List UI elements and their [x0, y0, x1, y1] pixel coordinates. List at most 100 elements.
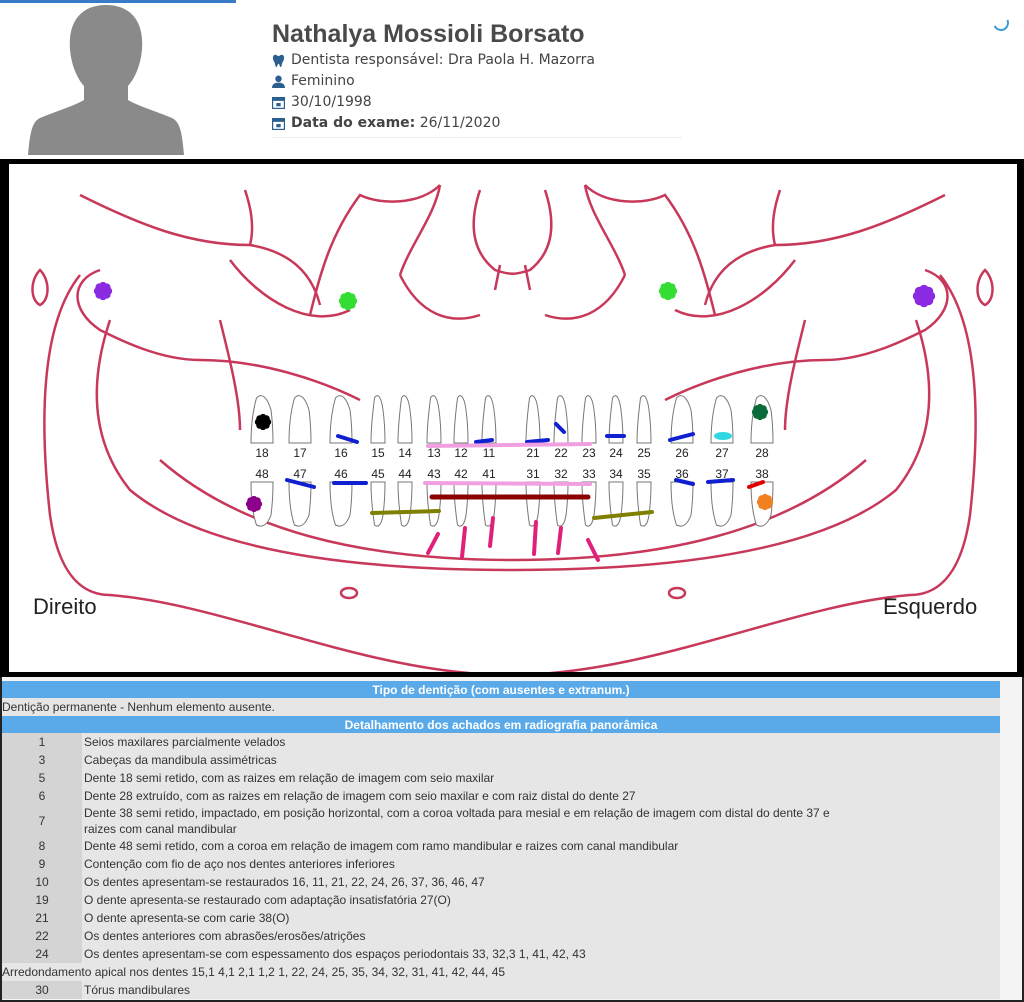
finding-number: 21	[2, 909, 82, 927]
dentition-header: Tipo de dentição (com ausentes e extranu…	[2, 681, 1000, 698]
restoration-mark	[525, 438, 550, 444]
finding-number: 6	[2, 787, 82, 805]
upper-tooth-15[interactable]	[370, 395, 386, 444]
finding-text: O dente apresenta-se com carie 38(O)	[82, 909, 1000, 927]
lower-tooth-32[interactable]	[553, 481, 569, 527]
upper-tooth-number: 21	[526, 446, 540, 460]
periodontal-mark-left	[592, 510, 654, 520]
user-icon	[272, 75, 285, 88]
lower-tooth-42[interactable]	[453, 481, 469, 527]
right-side-label: Direito	[33, 594, 97, 619]
upper-tooth-11[interactable]	[481, 395, 497, 444]
lower-tooth-36[interactable]	[670, 481, 694, 527]
upper-tooth-number: 28	[755, 446, 769, 460]
finding-text: Tórus mandibulares	[82, 981, 1000, 999]
restoration-mark	[706, 478, 735, 484]
dentist: Dentista responsável: Dra Paola H. Mazor…	[291, 52, 596, 68]
finding-text: Os dentes anteriores com abrasões/erosõe…	[82, 927, 1000, 945]
lower-tooth-34[interactable]	[608, 481, 624, 527]
lower-tooth-number: 46	[334, 467, 348, 481]
upper-tooth-14[interactable]	[397, 395, 413, 444]
upper-tooth-number: 23	[582, 446, 596, 460]
finding-number: 1	[2, 733, 82, 751]
finding-number: 30	[2, 981, 82, 999]
upper-tooth-21[interactable]	[525, 395, 541, 444]
left-side-label: Esquerdo	[883, 594, 977, 619]
abrasion-mark-lower	[423, 481, 592, 486]
lower-tooth-number: 32	[554, 467, 568, 481]
lower-tooth-number: 43	[427, 467, 441, 481]
restoration-27-mark	[714, 432, 732, 440]
upper-tooth-number: 15	[371, 446, 385, 460]
sinus-marker	[343, 296, 353, 306]
restoration-mark	[668, 432, 695, 442]
upper-tooth-25[interactable]	[636, 395, 652, 444]
lower-tooth-44[interactable]	[397, 481, 413, 527]
tooth-icon	[272, 54, 285, 67]
lower-tooth-number: 44	[398, 467, 412, 481]
upper-tooth-22[interactable]	[553, 395, 569, 444]
findings-panel: Tipo de dentição (com ausentes e extranu…	[0, 677, 1024, 1002]
finding-text: Dente 18 semi retido, com as raizes em r…	[82, 769, 1000, 787]
calendar-icon	[272, 96, 285, 109]
upper-tooth-number: 18	[255, 446, 269, 460]
lower-tooth-43[interactable]	[426, 481, 442, 527]
finding-text: Contenção com fio de aço nos dentes ante…	[82, 855, 1000, 873]
upper-tooth-number: 27	[715, 446, 729, 460]
lower-tooth-47[interactable]	[288, 481, 312, 527]
finding-text: Dente 28 extruído, com as raizes em rela…	[82, 787, 1000, 805]
lower-tooth-33[interactable]	[581, 481, 597, 527]
loading-spinner-icon	[990, 12, 1012, 34]
apical-rounding-arrow	[426, 532, 440, 555]
upper-tooth-13[interactable]	[426, 395, 442, 444]
lower-tooth-31[interactable]	[525, 481, 541, 527]
panoramic-diagram[interactable]: 1848174716461545144413431242114121312232…	[9, 164, 1017, 677]
lower-tooth-37[interactable]	[710, 481, 734, 527]
lower-tooth-35[interactable]	[636, 481, 652, 527]
birthdate: 30/10/1998	[291, 94, 372, 110]
restoration-mark	[474, 438, 494, 444]
lower-tooth-46[interactable]	[329, 481, 353, 527]
finding-text: Dente 48 semi retido, com a coroa em rel…	[82, 837, 1000, 855]
upper-tooth-number: 12	[454, 446, 468, 460]
upper-tooth-number: 11	[483, 446, 496, 460]
finding-text: Dente 38 semi retido, impactado, em posi…	[82, 805, 1000, 837]
lower-tooth-number: 48	[255, 467, 269, 481]
abrasion-mark-upper	[426, 442, 592, 448]
lower-tooth-45[interactable]	[370, 481, 386, 527]
lower-tooth-number: 42	[454, 467, 468, 481]
finding-number: 7	[2, 805, 82, 837]
restoration-mark	[674, 478, 695, 486]
tooth-38-marker	[761, 498, 769, 506]
upper-tooth-12[interactable]	[453, 395, 469, 444]
finding-text: O dente apresenta-se restaurado com adap…	[82, 891, 1000, 909]
restoration-mark	[285, 478, 316, 489]
patient-name: Nathalya Mossioli Borsato	[272, 20, 585, 48]
avatar	[28, 5, 184, 155]
upper-tooth-27[interactable]	[710, 395, 734, 444]
upper-tooth-16[interactable]	[329, 395, 353, 444]
finding-text: Seios maxilares parcialmente velados	[82, 733, 1000, 751]
finding-number: 19	[2, 891, 82, 909]
apical-rounding-row: Arredondamento apical nos dentes 15,1 4,…	[2, 963, 1000, 981]
upper-tooth-23[interactable]	[581, 395, 597, 444]
upper-tooth-number: 25	[637, 446, 651, 460]
periodontal-mark-right	[370, 509, 441, 515]
lower-tooth-number: 38	[755, 467, 769, 481]
lower-tooth-number: 35	[637, 467, 651, 481]
upper-tooth-number: 13	[427, 446, 441, 460]
finding-number: 22	[2, 927, 82, 945]
upper-tooth-number: 26	[675, 446, 689, 460]
finding-number: 3	[2, 751, 82, 769]
restoration-mark	[554, 422, 566, 434]
lower-tooth-number: 31	[526, 467, 540, 481]
upper-tooth-17[interactable]	[288, 395, 312, 444]
lower-tooth-number: 45	[371, 467, 385, 481]
